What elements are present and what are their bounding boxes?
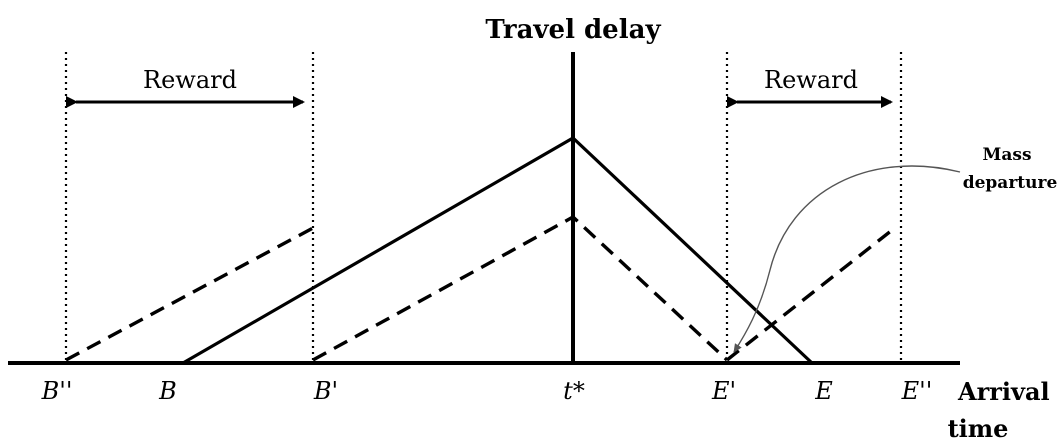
mass-departure-pointer: [733, 165, 961, 353]
dashed-delay-left: [65, 226, 314, 362]
mass-departure-line1: Mass: [983, 145, 1032, 165]
dashed-delay-right: [725, 225, 898, 362]
tick-e: E: [814, 377, 833, 405]
tick-e-prime: E': [711, 377, 736, 405]
dashed-delay-center: [312, 214, 729, 362]
tick-b: B: [158, 377, 177, 405]
tick-e-double: E'': [901, 377, 933, 405]
original-delay-curve: [182, 136, 814, 365]
x-axis-label-line1: Arrival: [957, 377, 1050, 406]
mass-departure-label: Mass departure: [963, 145, 1058, 193]
reward-right-label: Reward: [764, 66, 858, 94]
tick-t-star: t*: [563, 377, 585, 405]
tick-b-prime: B': [313, 377, 338, 405]
reward-left-label: Reward: [143, 66, 237, 94]
x-axis-label: Arrival time: [948, 377, 1058, 443]
diagram-title: Travel delay: [485, 15, 661, 45]
tick-b-double: B'': [41, 377, 73, 405]
mass-departure-line2: departure: [963, 173, 1058, 193]
x-axis-label-line2: time: [948, 414, 1009, 443]
